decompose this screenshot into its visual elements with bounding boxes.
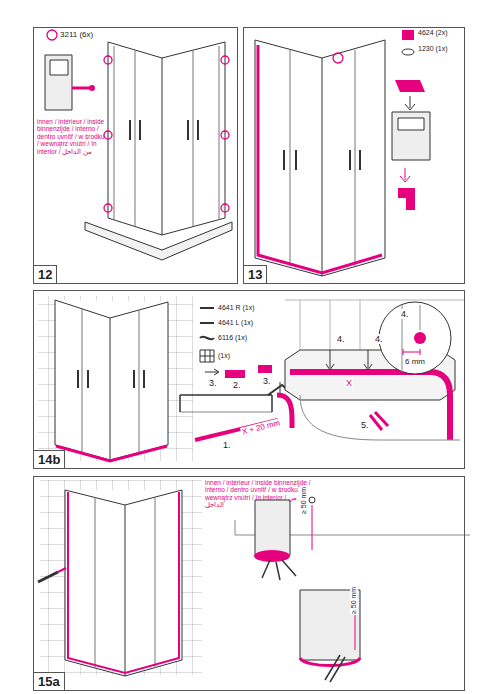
part-number: 3211 (6x) (60, 30, 93, 39)
step-number: 12 (33, 265, 57, 284)
callout-number: 4. (374, 334, 384, 344)
step-panel: 12 (33, 27, 238, 284)
dimension: 6 mm (404, 357, 426, 366)
step-number: 14b (33, 450, 65, 469)
dimension: ≥ 50 mm (350, 586, 358, 615)
callout-number: 3. (208, 378, 218, 388)
step-number: 15a (33, 672, 65, 691)
step-number: 13 (243, 265, 267, 284)
part-number: 6116 (1x) (218, 334, 247, 342)
callout-number: 1. (222, 440, 232, 450)
part-number: 4641 R (1x) (218, 304, 255, 312)
dimension: X + 20 mm (240, 418, 282, 437)
callout-number: 5. (360, 420, 370, 430)
part-number: 4641 L (1x) (218, 319, 253, 327)
step-panel: 13 (243, 27, 465, 284)
part-number: 1230 (1x) (418, 45, 448, 53)
inside-note: innen / intérieur / inside binnenzijde /… (37, 118, 105, 155)
callout-number: 4. (336, 334, 346, 344)
part-number: (1x) (218, 352, 230, 360)
step-panel: 15a (33, 476, 465, 691)
dimension: ≥ 50 mm (300, 486, 308, 515)
dimension: X (345, 378, 353, 388)
callout-number: 2. (232, 380, 242, 390)
callout-number: 4. (400, 309, 410, 319)
callout-number: 3. (262, 376, 272, 386)
part-number: 4624 (2x) (418, 29, 448, 37)
